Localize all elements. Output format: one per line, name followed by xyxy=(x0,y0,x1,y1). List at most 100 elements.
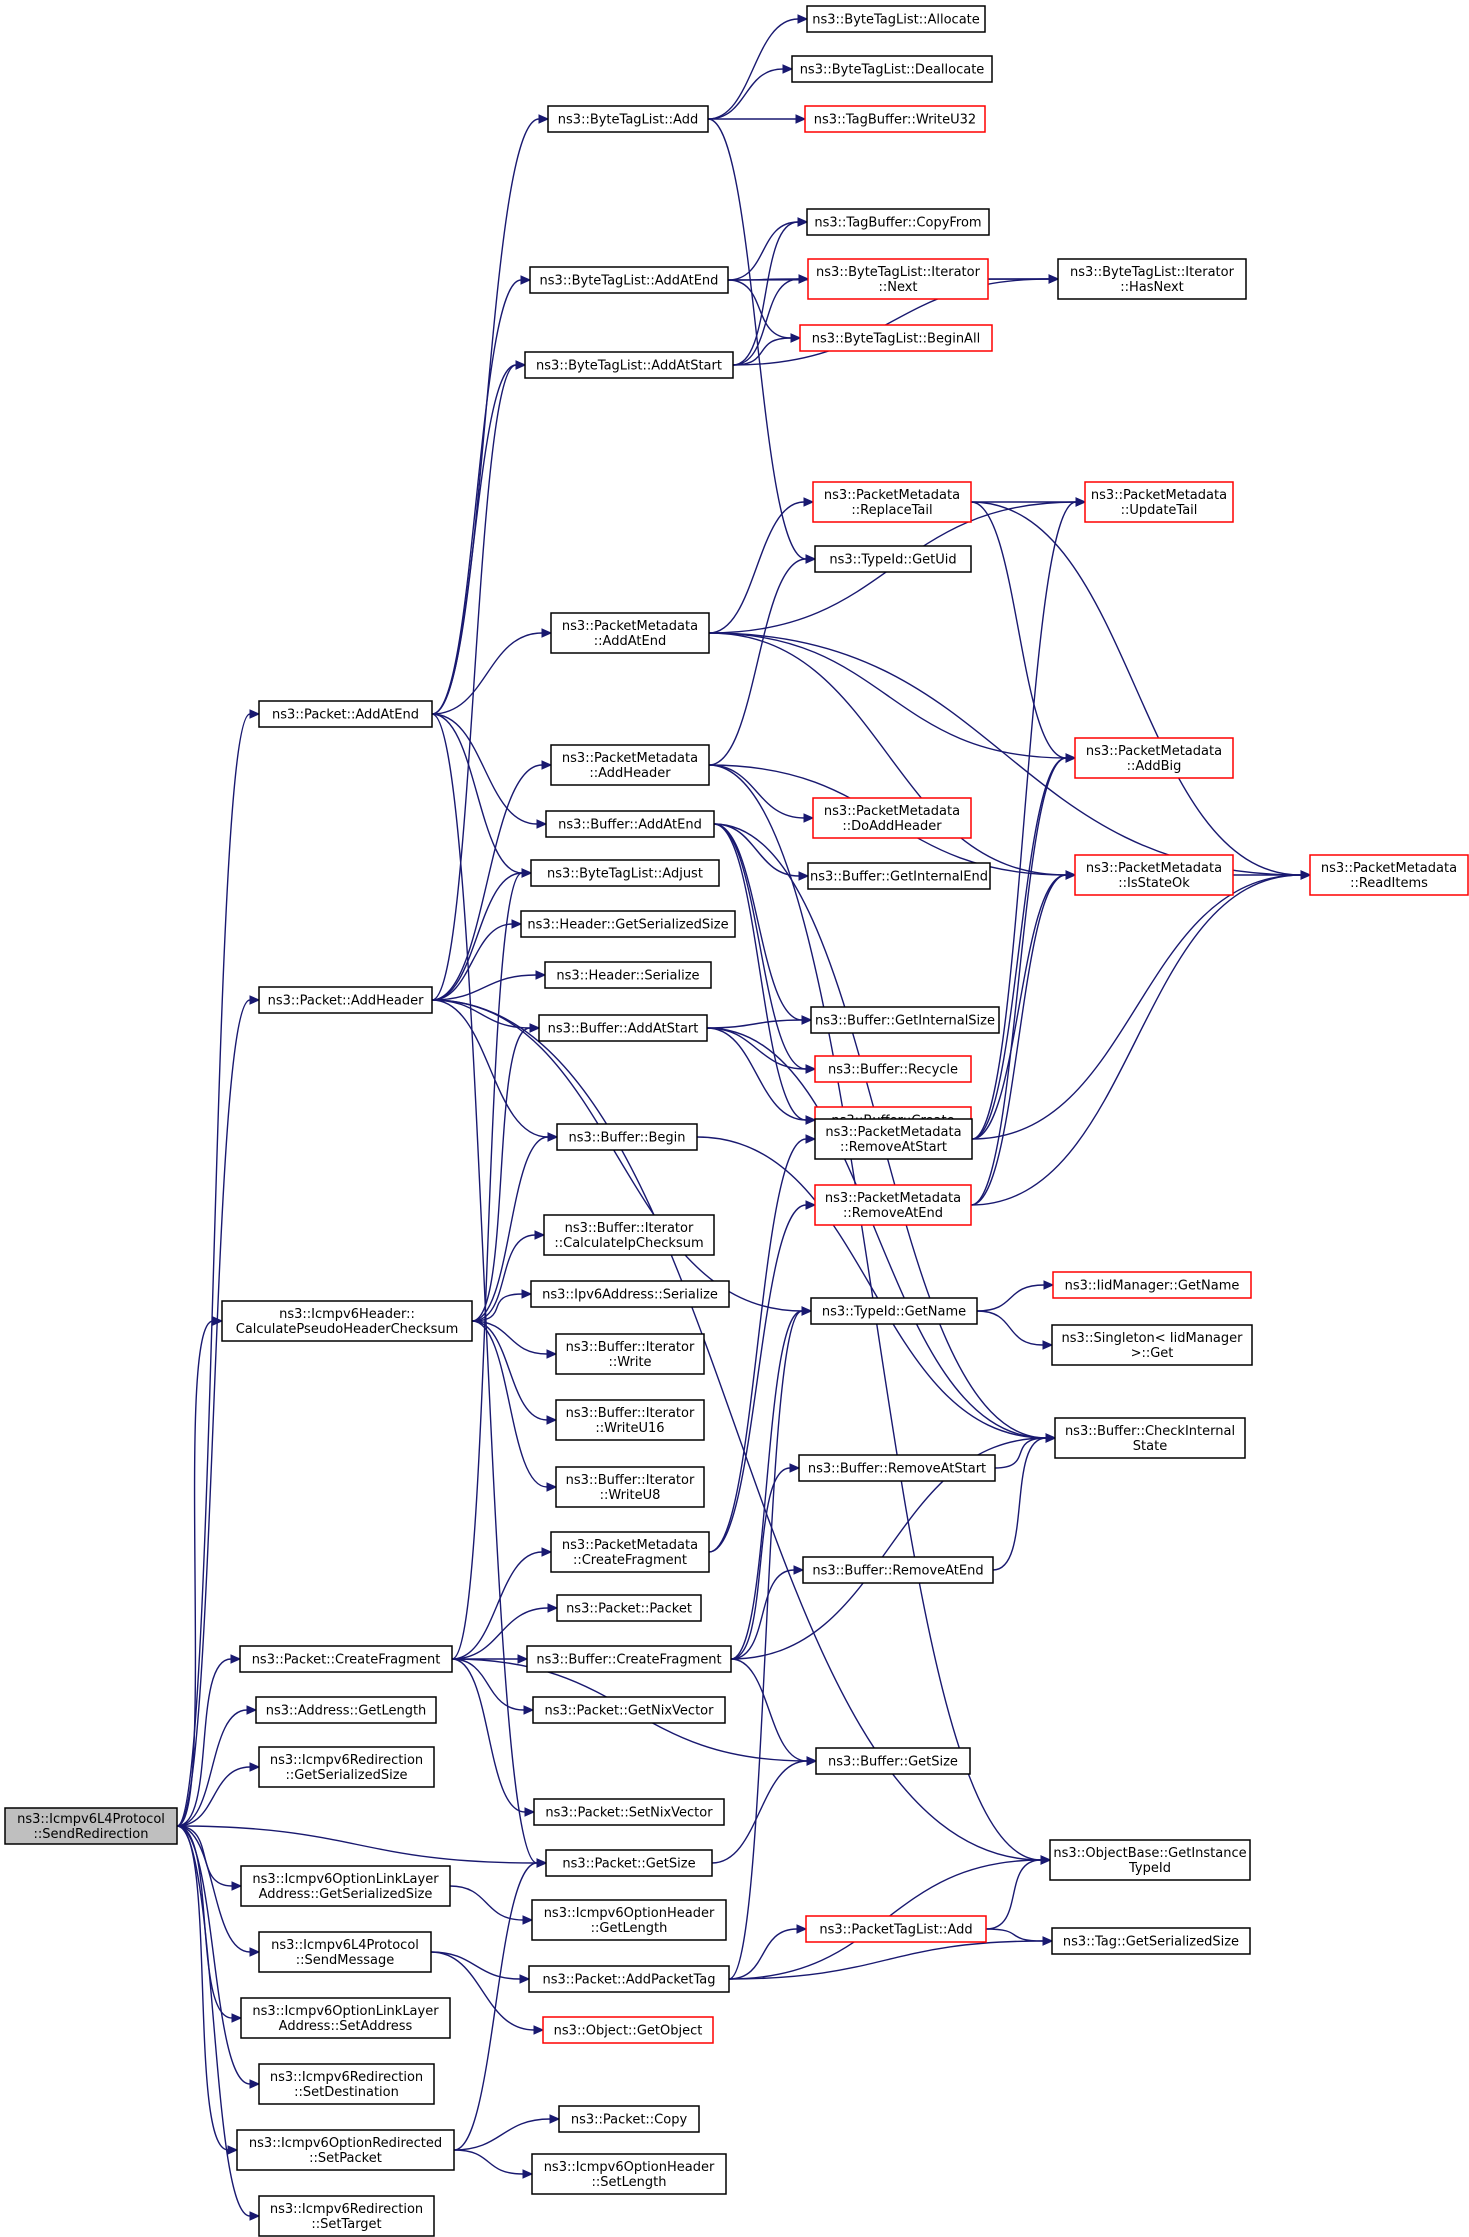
node-ipv6-serialize[interactable]: ns3::Ipv6Address::Serialize xyxy=(530,1280,730,1308)
node-pkt-packet[interactable]: ns3::Packet::Packet xyxy=(556,1594,702,1622)
node-singleton-get[interactable]: ns3::Singleton< IidManager>::Get xyxy=(1051,1324,1253,1366)
edge-buf_addatstart-to-buf_create xyxy=(706,1027,807,1121)
node-pm-addheader[interactable]: ns3::PacketMetadata::AddHeader xyxy=(550,744,710,786)
node-pkt-createfrag[interactable]: ns3::Packet::CreateFragment xyxy=(239,1645,453,1673)
node-buf-getinternalend[interactable]: ns3::Buffer::GetInternalEnd xyxy=(807,862,991,890)
edge-arrowhead-bi_write8 xyxy=(546,1482,558,1492)
node-tid-getuid[interactable]: ns3::TypeId::GetUid xyxy=(814,545,972,573)
node-bt-add[interactable]: ns3::ByteTagList::Add xyxy=(547,105,709,133)
node-label: ::HasNext xyxy=(1120,280,1184,295)
edge-root-to-icr_settarget xyxy=(176,1825,251,2217)
node-hdr-getsersize[interactable]: ns3::Header::GetSerializedSize xyxy=(520,910,736,938)
node-icr-getsersize[interactable]: ns3::Icmpv6Redirection::GetSerializedSiz… xyxy=(258,1746,435,1788)
node-pm-removeatend[interactable]: ns3::PacketMetadata::RemoveAtEnd xyxy=(814,1184,972,1226)
node-buf-getinternalsize[interactable]: ns3::Buffer::GetInternalSize xyxy=(810,1006,1000,1034)
edge-arrowhead-buf_create xyxy=(805,1115,817,1125)
node-pm-addbig[interactable]: ns3::PacketMetadata::AddBig xyxy=(1074,737,1234,779)
node-buf-addatstart[interactable]: ns3::Buffer::AddAtStart xyxy=(538,1014,708,1042)
node-addr-getlen[interactable]: ns3::Address::GetLength xyxy=(255,1696,437,1724)
node-bi-calcip[interactable]: ns3::Buffer::Iterator::CalculateIpChecks… xyxy=(543,1214,715,1256)
node-obj-getobject[interactable]: ns3::Object::GetObject xyxy=(542,2016,714,2044)
edge-arrowhead-pkt_copy xyxy=(549,2114,561,2124)
node-pm-addatend[interactable]: ns3::PacketMetadata::AddAtEnd xyxy=(550,612,710,654)
node-bti-hasnext[interactable]: ns3::ByteTagList::Iterator::HasNext xyxy=(1057,258,1247,300)
node-pkt-addatend[interactable]: ns3::Packet::AddAtEnd xyxy=(258,700,433,728)
node-label: ns3::Packet::CreateFragment xyxy=(252,1653,441,1668)
edge-pm_removeatstart-to-pm_isstateok xyxy=(971,874,1067,1140)
edge-arrowhead-pm_removeatend xyxy=(805,1200,817,1210)
node-pkt-copy[interactable]: ns3::Packet::Copy xyxy=(558,2105,700,2133)
node-label: ns3::Buffer::RemoveAtStart xyxy=(808,1462,986,1477)
node-pm-readitems[interactable]: ns3::PacketMetadata::ReadItems xyxy=(1309,854,1469,896)
node-tag-getsersize[interactable]: ns3::Tag::GetSerializedSize xyxy=(1051,1927,1251,1955)
node-pm-replacetail[interactable]: ns3::PacketMetadata::ReplaceTail xyxy=(812,481,972,523)
node-icoll-setaddr[interactable]: ns3::Icmpv6OptionLinkLayerAddress::SetAd… xyxy=(240,1997,451,2039)
node-bi-write8[interactable]: ns3::Buffer::Iterator::WriteU8 xyxy=(555,1466,705,1508)
node-root[interactable]: ns3::Icmpv6L4Protocol::SendRedirection xyxy=(4,1807,178,1845)
node-pm-doaddheader[interactable]: ns3::PacketMetadata::DoAddHeader xyxy=(812,797,972,839)
node-icoh-setlen[interactable]: ns3::Icmpv6OptionHeader::SetLength xyxy=(531,2153,727,2195)
node-buf-getsize[interactable]: ns3::Buffer::GetSize xyxy=(815,1747,971,1775)
node-box xyxy=(529,266,729,294)
node-label: ::RemoveAtEnd xyxy=(843,1206,943,1221)
edge-arrowhead-ipv6_serialize xyxy=(521,1289,533,1299)
node-buf-addatend[interactable]: ns3::Buffer::AddAtEnd xyxy=(545,810,715,838)
node-bt-adjust[interactable]: ns3::ByteTagList::Adjust xyxy=(530,859,720,887)
node-iid-getname[interactable]: ns3::IidManager::GetName xyxy=(1052,1271,1252,1299)
node-pkt-setnixvector[interactable]: ns3::Packet::SetNixVector xyxy=(533,1798,725,1826)
node-buf-removeatend[interactable]: ns3::Buffer::RemoveAtEnd xyxy=(802,1556,994,1584)
node-label: ns3::Buffer::AddAtEnd xyxy=(558,818,702,833)
node-box xyxy=(810,1006,1000,1034)
node-icor-setpacket[interactable]: ns3::Icmpv6OptionRedirected::SetPacket xyxy=(236,2129,455,2171)
node-pm-createfrag[interactable]: ns3::PacketMetadata::CreateFragment xyxy=(550,1531,710,1573)
node-icl4-sendmsg[interactable]: ns3::Icmpv6L4Protocol::SendMessage xyxy=(258,1931,432,1973)
edge-arrowhead-buf_getinternalsize xyxy=(801,1015,813,1025)
node-label: CalculatePseudoHeaderChecksum xyxy=(236,1322,459,1337)
node-pkt-getnixvector[interactable]: ns3::Packet::GetNixVector xyxy=(532,1696,726,1724)
node-label: ::GetLength xyxy=(591,1921,668,1936)
node-tb-copy[interactable]: ns3::TagBuffer::CopyFrom xyxy=(806,208,990,236)
node-buf-createfrag[interactable]: ns3::Buffer::CreateFragment xyxy=(526,1645,732,1673)
node-icoll-getsersize[interactable]: ns3::Icmpv6OptionLinkLayerAddress::GetSe… xyxy=(240,1865,451,1907)
node-bt-beginall[interactable]: ns3::ByteTagList::BeginAll xyxy=(799,324,993,352)
edge-pkt_addheader-to-ob_getinstance xyxy=(431,999,1042,1861)
node-pm-updatetail[interactable]: ns3::PacketMetadata::UpdateTail xyxy=(1084,481,1234,523)
node-pm-isstateok[interactable]: ns3::PacketMetadata::IsStateOk xyxy=(1074,854,1234,896)
node-tid-getname[interactable]: ns3::TypeId::GetName xyxy=(810,1297,978,1325)
node-label: Address::GetSerializedSize xyxy=(259,1887,433,1902)
node-icr-setdest[interactable]: ns3::Icmpv6Redirection::SetDestination xyxy=(258,2063,435,2105)
node-bi-write16[interactable]: ns3::Buffer::Iterator::WriteU16 xyxy=(555,1399,705,1441)
node-buf-begin[interactable]: ns3::Buffer::Begin xyxy=(556,1123,698,1151)
edge-pkt_addheader-to-hdr_getsersize xyxy=(431,923,513,1001)
node-icoh-getlen[interactable]: ns3::Icmpv6OptionHeader::GetLength xyxy=(531,1899,727,1941)
edge-pkt_createfrag-to-pm_createfrag xyxy=(451,1551,543,1660)
node-pkt-getsize[interactable]: ns3::Packet::GetSize xyxy=(545,1849,713,1877)
node-tb-w32[interactable]: ns3::TagBuffer::WriteU32 xyxy=(804,105,986,133)
node-buf-recycle[interactable]: ns3::Buffer::Recycle xyxy=(814,1055,972,1083)
node-box xyxy=(556,1594,702,1622)
node-ich-calcpseudo[interactable]: ns3::Icmpv6Header::CalculatePseudoHeader… xyxy=(221,1300,473,1342)
nodes-layer: ns3::Icmpv6L4Protocol::SendRedirectionns… xyxy=(4,5,1469,2237)
node-hdr-serialize[interactable]: ns3::Header::Serialize xyxy=(544,961,712,989)
node-bt-addend[interactable]: ns3::ByteTagList::AddAtEnd xyxy=(529,266,729,294)
node-pkt-addpackettag[interactable]: ns3::Packet::AddPacketTag xyxy=(528,1965,730,1993)
node-box xyxy=(802,1556,994,1584)
node-bti-next[interactable]: ns3::ByteTagList::Iterator::Next xyxy=(807,258,989,300)
node-bt-dealloc[interactable]: ns3::ByteTagList::Deallocate xyxy=(791,55,993,83)
node-pm-removeatstart[interactable]: ns3::PacketMetadata::RemoveAtStart xyxy=(814,1118,973,1160)
node-label: ns3::Icmpv6Header:: xyxy=(279,1307,415,1322)
node-pkt-addheader[interactable]: ns3::Packet::AddHeader xyxy=(258,986,433,1014)
node-bt-alloc[interactable]: ns3::ByteTagList::Allocate xyxy=(806,5,986,33)
edge-arrowhead-buf_recycle xyxy=(805,1064,817,1074)
node-buf-removeatstart[interactable]: ns3::Buffer::RemoveAtStart xyxy=(798,1454,996,1482)
node-label: ns3::Buffer::Iterator xyxy=(566,1473,695,1488)
edge-arrowhead-pm_addheader xyxy=(541,760,553,770)
node-icr-settarget[interactable]: ns3::Icmpv6Redirection::SetTarget xyxy=(258,2195,435,2237)
node-bt-addstart[interactable]: ns3::ByteTagList::AddAtStart xyxy=(524,351,734,379)
node-bi-write[interactable]: ns3::Buffer::Iterator::Write xyxy=(555,1333,705,1375)
node-label: ns3::ByteTagList::AddAtStart xyxy=(536,359,722,374)
node-label: ns3::Packet::AddPacketTag xyxy=(542,1973,715,1988)
node-ptl-add[interactable]: ns3::PacketTagList::Add xyxy=(805,1915,987,1943)
